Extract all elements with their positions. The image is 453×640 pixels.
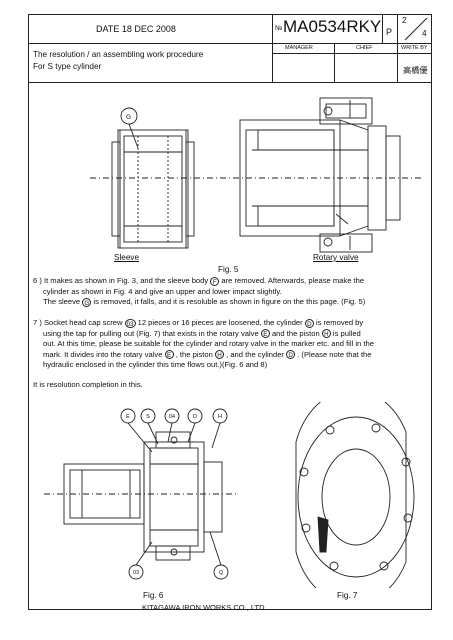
figure-7-drawing bbox=[295, 402, 415, 588]
footer-company: KITAGAWA IRON WORKS CO., LTD. bbox=[142, 603, 267, 612]
fig6-callout-04: 04 bbox=[169, 414, 175, 420]
step-7-line-2: using the tap for pulling out (Fig. 7) t… bbox=[43, 328, 361, 339]
figure-6-drawing: E S 04 D H 03 Q bbox=[44, 408, 236, 580]
number-label: № bbox=[275, 25, 283, 32]
page-current: 2 bbox=[402, 16, 407, 25]
page-total: 4 bbox=[422, 29, 427, 38]
fig6-callout-q: Q bbox=[219, 570, 224, 576]
manager-label: MANAGER bbox=[285, 45, 313, 51]
fig6-callout-s: S bbox=[146, 414, 150, 420]
fig6-caption: Fig. 6 bbox=[143, 591, 164, 600]
step-6-line-1: 6 ) It makes as shown in Fig. 3, and the… bbox=[33, 276, 365, 286]
chief-label: CHIEF bbox=[356, 45, 373, 51]
fig6-callout-d: D bbox=[193, 414, 197, 420]
fig5-caption: Fig. 5 bbox=[218, 265, 239, 274]
document-number: MA0534RKY bbox=[283, 17, 382, 36]
fig6-callout-h: H bbox=[218, 414, 222, 420]
part-g-marker: G bbox=[82, 297, 92, 307]
part-e-marker: E bbox=[260, 329, 270, 339]
signature-label-line bbox=[272, 53, 432, 54]
part-f-marker: F bbox=[210, 276, 220, 286]
fig6-callout-e: E bbox=[126, 414, 130, 420]
header-divider bbox=[28, 43, 432, 44]
step-6-paragraph: 6 ) It makes as shown in Fig. 3, and the… bbox=[33, 276, 429, 308]
fig7-caption: Fig. 7 bbox=[337, 591, 358, 600]
write-by-label: WRITE BY bbox=[401, 45, 428, 51]
fig5-callout-g: G bbox=[126, 114, 131, 121]
completion-text: It is resolution completion in this. bbox=[33, 380, 143, 389]
sleeve-label: Sleeve bbox=[114, 253, 140, 262]
document-title: The resolution / an assembling work proc… bbox=[33, 50, 204, 59]
step-7-line-3: out. At this time, please be suitable fo… bbox=[43, 339, 374, 349]
part-h-marker-2: H bbox=[214, 350, 224, 360]
part-e-marker-2: E bbox=[164, 350, 174, 360]
part-h-marker: H bbox=[321, 329, 331, 339]
step-7-line-4: mark. It divides into the rotary valve E… bbox=[43, 349, 372, 360]
header-vertical-3 bbox=[397, 14, 398, 82]
header-vertical-4 bbox=[334, 43, 335, 82]
page-label: P bbox=[386, 27, 393, 37]
step-6-line-3: The sleeve G is removed, it falls, and i… bbox=[43, 297, 366, 307]
writer-name: 高橋優 bbox=[403, 66, 428, 75]
rotary-valve-label: Rotary valve bbox=[313, 253, 359, 262]
header-bottom-line bbox=[28, 82, 432, 83]
header-vertical-2 bbox=[382, 14, 383, 43]
sleeve-drawing bbox=[111, 129, 195, 249]
step-6-line-2: cylinder as shown in Fig. 4 and give an … bbox=[43, 286, 282, 296]
document-date: DATE 18 DEC 2008 bbox=[96, 24, 176, 34]
part-03-marker: 03 bbox=[124, 318, 136, 328]
part-d-marker-2: D bbox=[286, 350, 296, 360]
figure-5-drawing: G bbox=[90, 97, 423, 253]
fig6-callout-03: 03 bbox=[133, 570, 139, 576]
document-subtitle: For S type cylinder bbox=[33, 62, 102, 71]
header-vertical-1 bbox=[272, 14, 273, 82]
page-frame bbox=[28, 14, 432, 610]
step-7-line-1: 7 ) Socket head cap screw 03 12 pieces o… bbox=[33, 318, 364, 328]
page-slash bbox=[404, 17, 428, 41]
rotary-valve-drawing bbox=[239, 97, 401, 253]
step-7-paragraph: 7 ) Socket head cap screw 03 12 pieces o… bbox=[33, 318, 429, 371]
part-d-marker: D bbox=[304, 318, 314, 328]
step-7-line-5: hydraulic enclosed in the cylinder this … bbox=[43, 360, 268, 370]
